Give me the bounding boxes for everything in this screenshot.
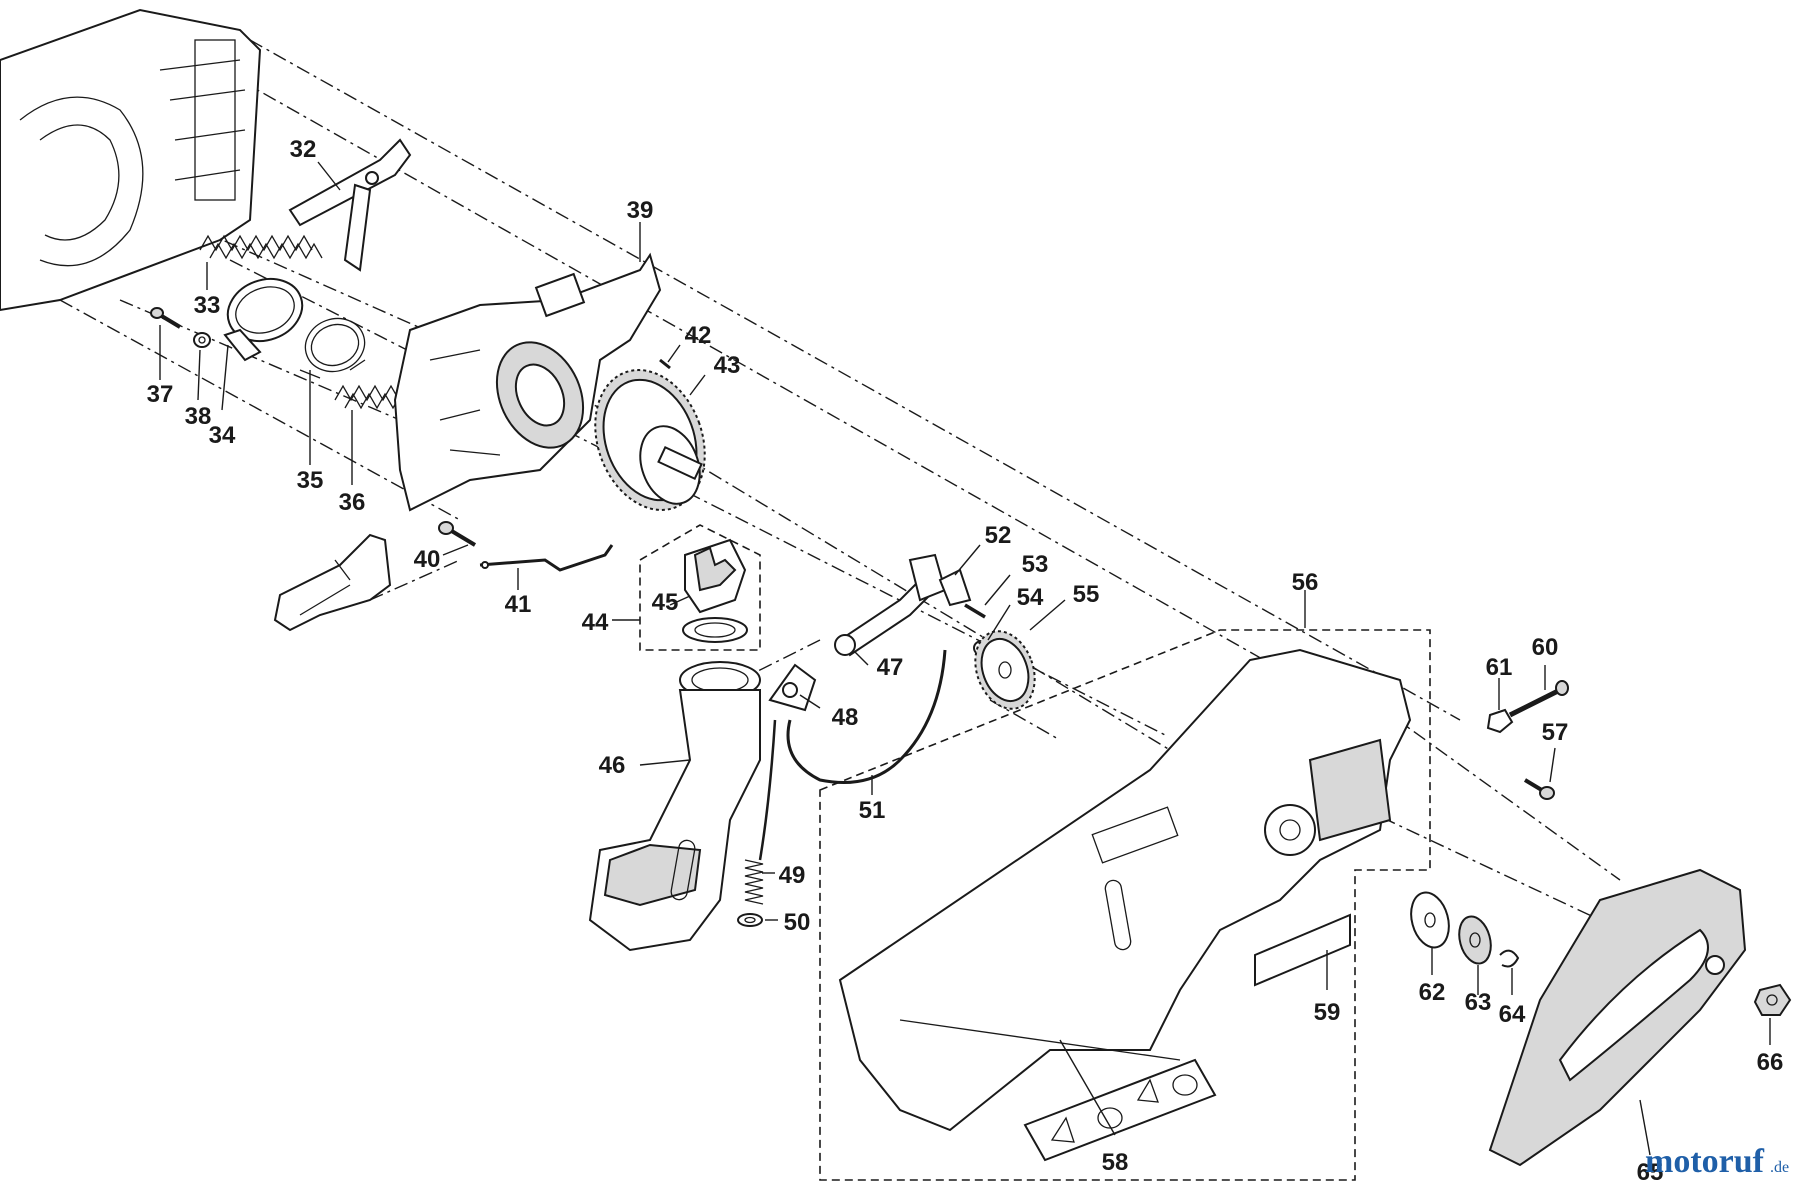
part-40-screw: [438, 521, 477, 547]
callout-53: 53: [1022, 551, 1049, 578]
part-59-label: [1254, 913, 1351, 987]
part-32-lever: [288, 138, 412, 272]
callout-65: 65: [1637, 1159, 1664, 1181]
leader-lines: [159, 161, 1771, 1156]
part-51-oil-hose: [786, 649, 947, 784]
callout-52: 52: [985, 522, 1012, 549]
callout-36: 36: [339, 489, 366, 516]
part-41-rod: [479, 544, 614, 572]
callout-56: 56: [1292, 569, 1319, 596]
part-65-sprocket-cover: [1488, 868, 1747, 1167]
part-38-washer: [193, 332, 211, 348]
part-60-bolt: [1508, 680, 1569, 718]
part-62-plate: [1410, 891, 1450, 949]
part-39-gear-cover: [393, 252, 662, 512]
callout-39: 39: [627, 197, 654, 224]
callout-46: 46: [599, 752, 626, 779]
part-66-nut: [1753, 983, 1792, 1016]
callout-49: 49: [779, 862, 806, 889]
part-55-sprocket: [974, 630, 1036, 710]
callout-61: 61: [1486, 654, 1513, 681]
callout-33: 33: [194, 292, 221, 319]
part-49-hose-spring: [744, 719, 777, 905]
alignment-lines: [59, 39, 1621, 921]
part-48-connector: [768, 663, 817, 712]
callout-44: 44: [582, 609, 609, 636]
part-46-oil-tank: [588, 661, 761, 952]
motor-housing: [0, 8, 262, 312]
part-43-gear: [594, 369, 706, 511]
callout-64: 64: [1499, 1001, 1526, 1028]
part-33-spring: [199, 234, 323, 260]
part-42-pin: [659, 358, 671, 370]
watermark: motoruf .de: [1645, 1143, 1789, 1180]
callout-54: 54: [1017, 584, 1044, 611]
callout-59: 59: [1314, 999, 1341, 1026]
switch-handle: [273, 533, 392, 632]
callout-47: 47: [877, 654, 904, 681]
part-35-clip: [299, 317, 366, 379]
callout-51: 51: [859, 797, 886, 824]
callout-57: 57: [1542, 719, 1569, 746]
callout-55: 55: [1073, 581, 1100, 608]
part-44-cap-assembly: [639, 524, 761, 651]
callout-41: 41: [505, 591, 532, 618]
callout-37: 37: [147, 381, 174, 408]
part-53-screw: [964, 603, 986, 619]
part-64-clip: [1499, 949, 1520, 968]
callout-62: 62: [1419, 979, 1446, 1006]
part-63-tensioner: [1458, 915, 1492, 965]
watermark-name: motoruf: [1645, 1143, 1765, 1180]
callout-32: 32: [290, 136, 317, 163]
part-37-screw: [150, 307, 182, 329]
watermark-tld: .de: [1770, 1159, 1789, 1176]
callout-35: 35: [297, 467, 324, 494]
callout-34: 34: [209, 422, 236, 449]
part-61-nut: [1486, 708, 1514, 734]
callout-43: 43: [714, 352, 741, 379]
callout-50: 50: [784, 909, 811, 936]
callout-45: 45: [652, 589, 679, 616]
part-58-warning-label: [1023, 1058, 1217, 1162]
callout-42: 42: [685, 322, 712, 349]
callout-60: 60: [1532, 634, 1559, 661]
part-34-brake-band: [223, 277, 304, 362]
callout-63: 63: [1465, 989, 1492, 1016]
part-50-filter: [737, 913, 763, 927]
part-57-screw: [1523, 778, 1555, 800]
part-52-bracket: [938, 568, 972, 607]
callout-38: 38: [185, 403, 212, 430]
callout-48: 48: [832, 704, 859, 731]
callout-58: 58: [1102, 1149, 1129, 1176]
callout-40: 40: [414, 546, 441, 573]
callout-66: 66: [1757, 1049, 1784, 1076]
part-47-oil-pump: [834, 553, 947, 657]
chain-cover-body: [838, 648, 1412, 1132]
